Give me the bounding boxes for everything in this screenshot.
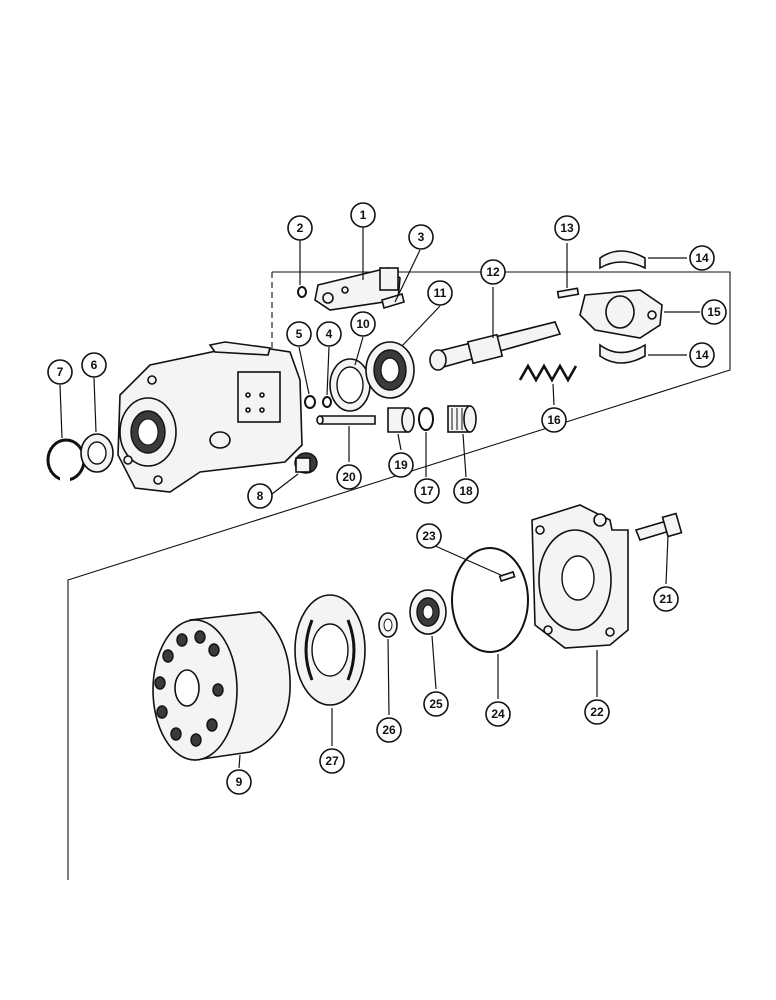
drive-shaft <box>429 321 562 371</box>
svg-text:23: 23 <box>422 529 436 543</box>
snap-ring <box>46 438 86 484</box>
svg-text:25: 25 <box>429 697 443 711</box>
callout-19: 19 <box>388 452 414 478</box>
o-ring-large <box>451 547 529 653</box>
callout-6: 6 <box>81 352 107 378</box>
seal-small-5 <box>304 395 316 409</box>
callout-4: 4 <box>316 321 342 347</box>
bearing-cap-bottom <box>599 343 646 364</box>
callout-9: 9 <box>226 769 252 795</box>
plug-fitting <box>294 452 318 474</box>
svg-text:14: 14 <box>695 348 709 362</box>
svg-text:20: 20 <box>342 470 356 484</box>
valve-plate <box>294 594 366 706</box>
svg-text:11: 11 <box>434 286 447 300</box>
callout-7: 7 <box>47 359 73 385</box>
callout-2: 2 <box>287 215 313 241</box>
svg-text:14: 14 <box>695 251 709 265</box>
svg-text:7: 7 <box>57 365 64 379</box>
spring <box>518 363 578 383</box>
svg-text:13: 13 <box>560 221 574 235</box>
screw <box>381 292 405 310</box>
callout-10: 10 <box>350 311 376 337</box>
callout-21: 21 <box>653 586 679 612</box>
callout-3: 3 <box>408 224 434 250</box>
svg-text:4: 4 <box>326 327 333 341</box>
svg-text:8: 8 <box>257 489 264 503</box>
svg-text:15: 15 <box>707 305 721 319</box>
callout-27: 27 <box>319 748 345 774</box>
svg-text:27: 27 <box>325 754 339 768</box>
callout-16: 16 <box>541 407 567 433</box>
callout-14a: 14 <box>689 245 715 271</box>
yoke <box>579 289 663 339</box>
seal-small-4 <box>322 396 332 408</box>
callout-1: 1 <box>350 202 376 228</box>
svg-text:18: 18 <box>459 484 473 498</box>
control-valve <box>314 267 401 311</box>
svg-text:16: 16 <box>547 413 561 427</box>
leader-lines <box>59 227 700 769</box>
needle-bearing <box>409 589 447 635</box>
callout-25: 25 <box>423 691 449 717</box>
o-ring-small <box>297 286 307 298</box>
callout-23: 23 <box>416 523 442 549</box>
pump-housing <box>117 341 303 493</box>
svg-text:19: 19 <box>394 458 408 472</box>
bushing <box>387 407 415 433</box>
svg-text:24: 24 <box>491 707 505 721</box>
svg-text:22: 22 <box>590 705 604 719</box>
dowel-pin <box>498 570 516 583</box>
svg-text:1: 1 <box>360 208 367 222</box>
callout-15: 15 <box>701 299 727 325</box>
end-cover <box>531 504 629 649</box>
callout-5: 5 <box>286 321 312 347</box>
svg-text:5: 5 <box>296 327 303 341</box>
svg-text:6: 6 <box>91 358 98 372</box>
callout-24: 24 <box>485 701 511 727</box>
retaining-ring <box>418 407 434 431</box>
pin <box>316 415 376 425</box>
callout-8: 8 <box>247 483 273 509</box>
svg-text:10: 10 <box>356 317 370 331</box>
svg-text:21: 21 <box>659 592 673 606</box>
cylinder-block <box>152 611 291 761</box>
svg-text:26: 26 <box>382 723 396 737</box>
callout-18: 18 <box>453 478 479 504</box>
small-bearing-ring <box>378 612 398 638</box>
svg-text:17: 17 <box>420 484 434 498</box>
roller-bearing <box>365 341 415 399</box>
fitting-bolt <box>634 512 683 541</box>
threaded-plug <box>447 405 477 433</box>
callout-26: 26 <box>376 717 402 743</box>
svg-text:3: 3 <box>418 230 425 244</box>
svg-text:9: 9 <box>236 775 243 789</box>
cross-pin <box>556 287 580 299</box>
callout-14b: 14 <box>689 342 715 368</box>
callout-17: 17 <box>414 478 440 504</box>
callout-22: 22 <box>584 699 610 725</box>
callout-13: 13 <box>554 215 580 241</box>
svg-text:12: 12 <box>486 265 500 279</box>
bearing-cap-top <box>599 250 646 270</box>
callout-20: 20 <box>336 464 362 490</box>
bearing-ring <box>329 358 371 412</box>
callout-11: 11 <box>427 280 453 306</box>
callout-12: 12 <box>480 259 506 285</box>
svg-text:2: 2 <box>297 221 304 235</box>
shaft-seal <box>80 433 114 473</box>
